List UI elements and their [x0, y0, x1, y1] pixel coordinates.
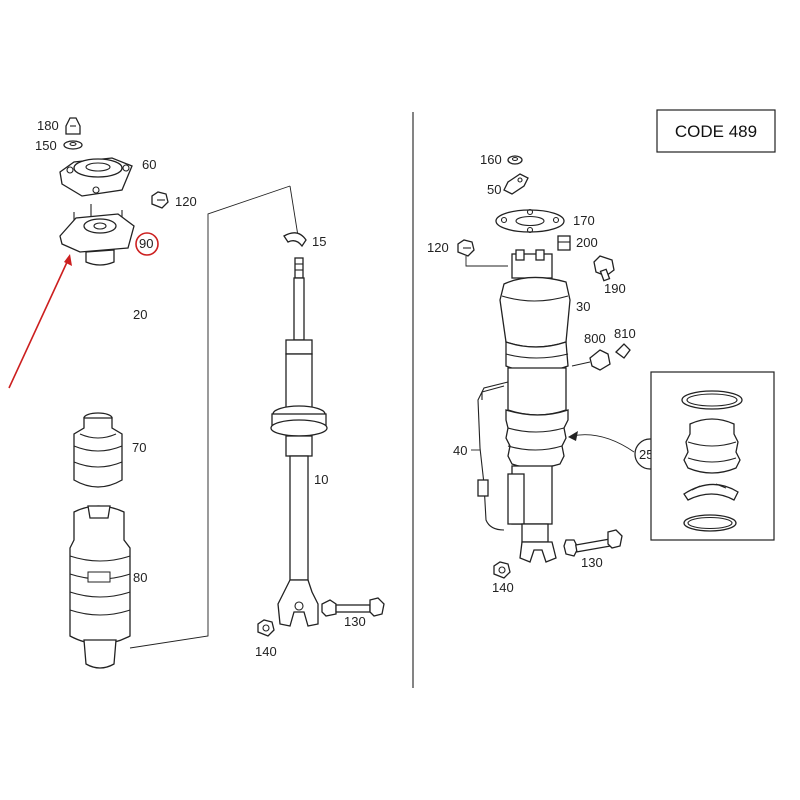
label-810: 810 — [614, 326, 636, 341]
label-140-left: 140 — [255, 644, 277, 659]
part-800-sensor: 800 — [571, 331, 611, 371]
part-150-washer: 150 — [35, 138, 83, 153]
label-140-right: 140 — [492, 580, 514, 595]
part-190-fitting: 190 — [593, 255, 626, 296]
part-120-nut-left: 120 — [151, 191, 197, 209]
part-30-air-strut: 30 — [499, 249, 590, 563]
kit-250-box — [650, 371, 775, 541]
label-70: 70 — [132, 440, 146, 455]
label-170: 170 — [573, 213, 595, 228]
part-40-cable: 40 — [453, 381, 509, 531]
label-160: 160 — [480, 152, 502, 167]
label-130-left: 130 — [344, 614, 366, 629]
label-190: 190 — [604, 281, 626, 296]
part-15-clip: 15 — [283, 232, 326, 249]
part-90-mount: 90 — [59, 204, 159, 266]
part-130-bolt-left: 130 — [321, 597, 385, 629]
part-20-spring: 20 — [62, 272, 147, 384]
label-10: 10 — [314, 472, 328, 487]
part-140-nut-left: 140 — [255, 619, 277, 659]
label-150: 150 — [35, 138, 57, 153]
part-180-nut: 180 — [37, 117, 81, 135]
label-130-right: 130 — [581, 555, 603, 570]
part-810-clip: 810 — [614, 326, 636, 359]
label-20: 20 — [133, 307, 147, 322]
label-180: 180 — [37, 118, 59, 133]
code-label: CODE 489 — [675, 122, 757, 141]
pointer-arrow-250 — [568, 431, 635, 453]
label-40: 40 — [453, 443, 467, 458]
code-box: CODE 489 — [656, 109, 776, 153]
callout-circle-90 — [135, 232, 159, 256]
part-200-valve: 200 — [557, 235, 598, 251]
label-120-left: 120 — [175, 194, 197, 209]
part-120-nut-right: 120 — [427, 239, 508, 267]
label-80: 80 — [133, 570, 147, 585]
part-50-bracket: 50 — [487, 173, 529, 197]
label-50: 50 — [487, 182, 501, 197]
part-60-cap: 60 — [59, 157, 156, 197]
part-80-boot: 80 — [69, 505, 147, 669]
label-120-right: 120 — [427, 240, 449, 255]
label-30: 30 — [576, 299, 590, 314]
part-140-nut-right: 140 — [492, 561, 514, 595]
label-60: 60 — [142, 157, 156, 172]
part-130-bolt-right: 130 — [563, 529, 623, 570]
part-160-washer: 160 — [480, 152, 523, 167]
red-arrow — [8, 254, 72, 389]
label-800: 800 — [584, 331, 606, 346]
label-200: 200 — [576, 235, 598, 250]
label-90: 90 — [139, 236, 153, 251]
label-15: 15 — [312, 234, 326, 249]
part-170-plate: 170 — [495, 208, 595, 234]
bracket-lines — [129, 185, 299, 649]
part-10-shock: 10 — [270, 257, 328, 627]
part-70-bumpstop: 70 — [73, 412, 146, 488]
